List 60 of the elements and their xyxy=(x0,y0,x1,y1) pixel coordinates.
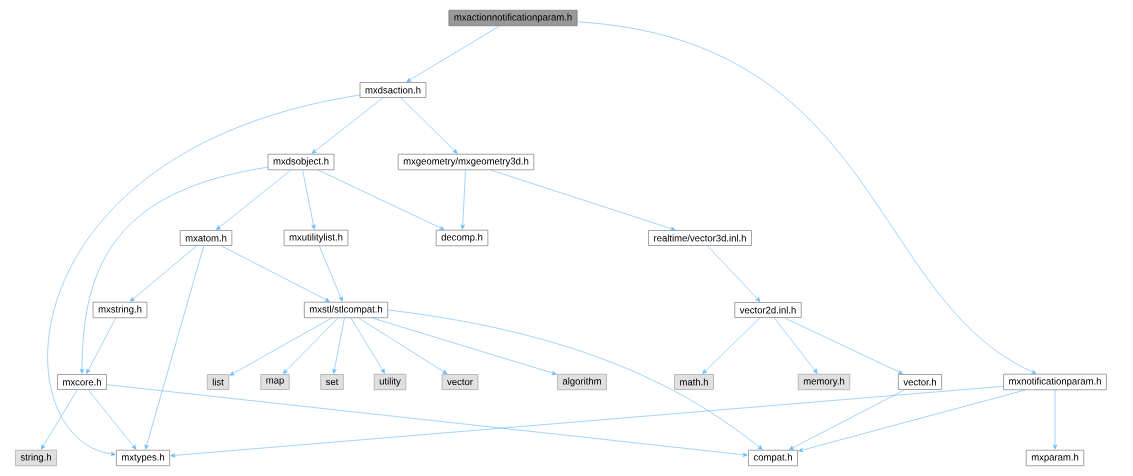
file-box: compat.h xyxy=(748,449,798,467)
arrow xyxy=(789,389,906,450)
arrow xyxy=(319,245,343,302)
system-header-box: algorithm xyxy=(557,373,607,391)
arrow xyxy=(406,25,500,83)
file-box: realtime/vector3d.inl.h xyxy=(648,230,752,246)
file-box: mxstring.h xyxy=(92,301,148,319)
arrow xyxy=(79,166,269,374)
system-header-box: list xyxy=(206,374,230,390)
arrow xyxy=(106,384,748,457)
arrow xyxy=(773,317,818,374)
system-header-box: map xyxy=(260,374,290,390)
arrow xyxy=(490,169,676,231)
system-header-box: vector xyxy=(441,374,479,390)
file-box: mxactionnotificationparam.h xyxy=(448,9,578,27)
system-header-box: utility xyxy=(373,373,407,391)
file-box: mxatom.h xyxy=(179,230,233,246)
arrow xyxy=(784,317,904,375)
arrow xyxy=(798,389,1026,453)
arrow xyxy=(311,97,384,154)
file-box: vector.h xyxy=(898,374,942,390)
file-box: decomp.h xyxy=(435,229,489,247)
arrow xyxy=(400,97,458,154)
file-box: mxdsobject.h xyxy=(267,153,335,171)
arrow xyxy=(41,389,78,450)
arrow xyxy=(220,245,330,302)
system-header-box: string.h xyxy=(15,449,57,467)
arrow xyxy=(460,169,466,230)
system-header-box: math.h xyxy=(674,374,714,390)
arrow xyxy=(144,245,205,450)
file-box: mxparam.h xyxy=(1025,449,1085,467)
arrow xyxy=(350,317,385,374)
file-box: mxutilitylist.h xyxy=(283,229,349,247)
arrow xyxy=(170,386,1004,458)
arrow xyxy=(372,317,557,375)
arrow xyxy=(317,169,445,230)
arrow xyxy=(282,317,339,374)
system-header-box: memory.h xyxy=(797,373,851,391)
arrow xyxy=(358,317,448,375)
file-box: mxtypes.h xyxy=(116,449,170,467)
arrow xyxy=(87,389,137,450)
file-box: mxstl/stlcompat.h xyxy=(304,301,388,319)
arrow xyxy=(47,94,361,456)
arrow xyxy=(216,169,292,230)
file-box: mxdsaction.h xyxy=(359,82,427,98)
file-box: vector2d.inl.h xyxy=(734,302,802,318)
arrow xyxy=(387,309,763,450)
file-box: mxcore.h xyxy=(57,374,107,390)
system-header-box: set xyxy=(320,374,344,390)
arrow xyxy=(129,245,197,302)
arrow xyxy=(577,21,1037,374)
file-box: mxnotificationparam.h xyxy=(1003,373,1107,391)
arrow xyxy=(302,169,316,230)
arrow xyxy=(702,317,761,374)
arrow xyxy=(86,317,117,374)
arrow xyxy=(229,317,332,376)
arrow xyxy=(1052,389,1058,450)
file-box: mxgeometry/mxgeometry3d.h xyxy=(397,153,535,171)
arrow xyxy=(707,245,761,302)
arrow xyxy=(332,317,345,374)
